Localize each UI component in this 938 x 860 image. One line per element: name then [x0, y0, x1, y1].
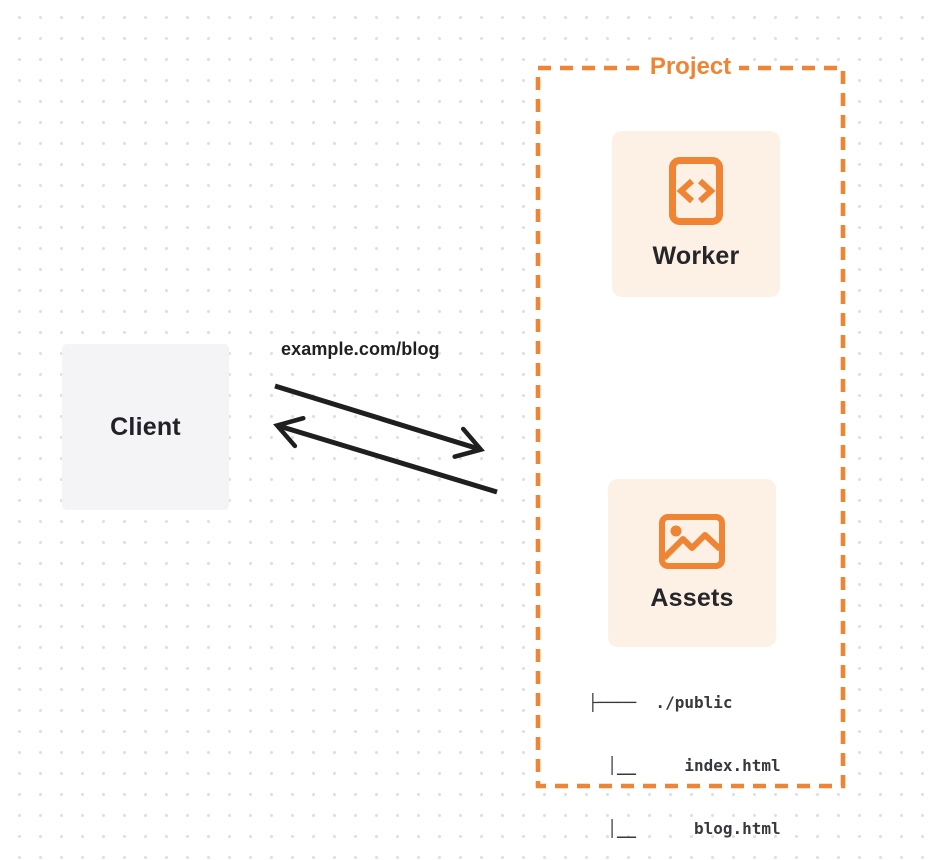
project-label: Project — [641, 53, 740, 81]
assets-node: Assets — [608, 479, 776, 647]
code-file-icon — [669, 157, 723, 225]
worker-label: Worker — [652, 242, 740, 270]
worker-node: Worker — [612, 131, 780, 297]
client-label: Client — [110, 412, 181, 441]
assets-label: Assets — [650, 583, 734, 612]
image-icon — [659, 513, 725, 569]
tree-line-public: ├──── ./public — [588, 693, 733, 712]
client-node: Client — [62, 344, 229, 510]
response-arrow — [273, 415, 498, 495]
tree-line-blog: │__ blog.html — [588, 819, 781, 838]
request-url-label: example.com/blog — [281, 339, 440, 359]
request-arrow — [274, 383, 485, 459]
assets-file-tree: ├──── ./public │__ index.html │__ blog.h… — [588, 650, 781, 860]
project-label-wrap: Project — [538, 53, 843, 81]
tree-line-index: │__ index.html — [588, 756, 781, 775]
